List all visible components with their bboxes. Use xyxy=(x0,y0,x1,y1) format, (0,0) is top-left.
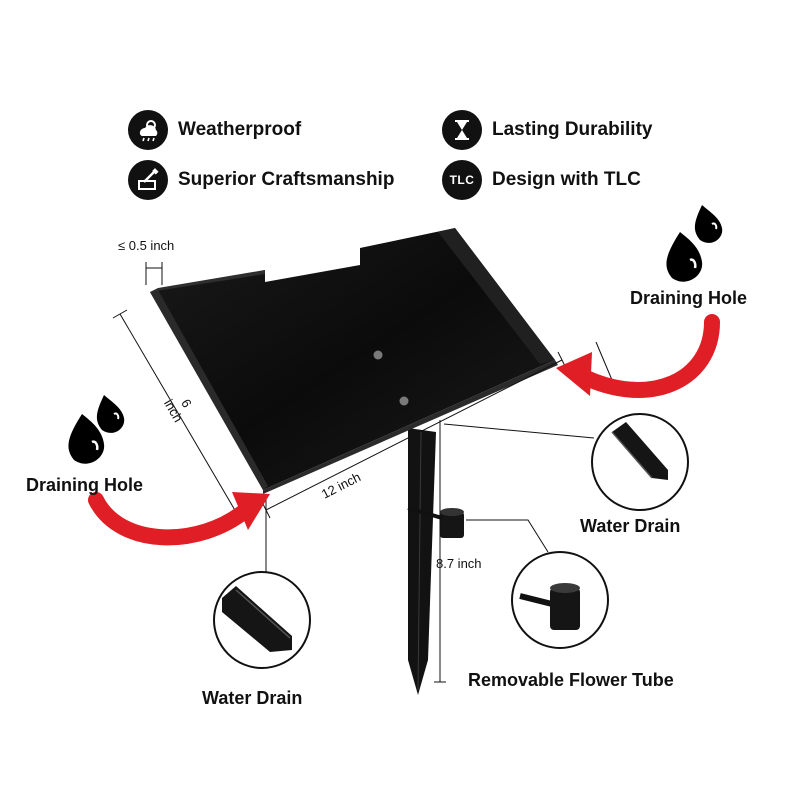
feature-weatherproof: Weatherproof xyxy=(128,110,301,150)
arrow-right-draining xyxy=(556,314,720,398)
stake-height-dimension: 8.7 inch xyxy=(436,556,482,571)
water-drain-detail-right xyxy=(591,413,689,511)
feature-design-with-tlc: TLC Design with TLC xyxy=(442,160,641,200)
tray xyxy=(150,228,558,494)
feature-label: Design with TLC xyxy=(492,169,641,190)
tlc-badge-text: TLC xyxy=(449,173,475,187)
feature-label: Lasting Durability xyxy=(492,119,653,140)
feature-superior-craftsmanship: Superior Craftsmanship xyxy=(128,160,394,200)
removable-flower-tube-label: Removable Flower Tube xyxy=(468,670,674,690)
hourglass-icon xyxy=(442,110,482,150)
draining-hole-label-left: Draining Hole xyxy=(26,475,144,495)
tlc-badge-icon: TLC xyxy=(442,160,482,200)
flower-tube-detail xyxy=(511,551,609,649)
feature-lasting-durability: Lasting Durability xyxy=(442,110,652,150)
craftsmanship-icon xyxy=(128,160,168,200)
droplet-icon xyxy=(68,395,125,464)
water-drain-label-bottom: Water Drain xyxy=(202,688,303,708)
feature-label: Superior Craftsmanship xyxy=(178,169,395,190)
dimension-lines xyxy=(112,262,613,683)
lip-dimension: ≤ 0.5 inch xyxy=(118,238,175,253)
feature-label: Weatherproof xyxy=(178,119,302,140)
arrow-left-draining xyxy=(88,492,270,546)
cloud-rain-icon xyxy=(128,110,168,150)
droplet-icon xyxy=(666,205,723,282)
flower-tube xyxy=(407,506,464,538)
water-drain-label-right: Water Drain xyxy=(580,516,681,536)
water-drain-detail-bottom xyxy=(213,571,311,669)
stake xyxy=(408,428,436,695)
draining-hole-label-right: Draining Hole xyxy=(630,288,748,308)
